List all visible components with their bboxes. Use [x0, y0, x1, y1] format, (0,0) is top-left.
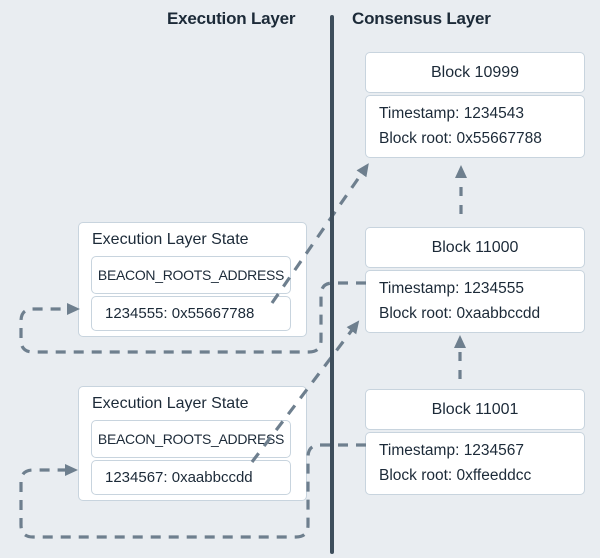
block-root: Block root: 0x55667788 [379, 130, 542, 147]
block-title: Block 10999 [365, 52, 585, 93]
state-title: Execution Layer State [92, 395, 249, 412]
execution-layer-state-1: Execution Layer State BEACON_ROOTS_ADDRE… [78, 222, 307, 337]
consensus-block-11000: Block 11000 Timestamp: 1234555 Block roo… [365, 227, 585, 333]
state-entry: 1234555: 0x55667788 [91, 296, 291, 331]
block-title: Block 11000 [365, 227, 585, 268]
block-timestamp: Timestamp: 1234555 [379, 280, 525, 297]
execution-layer-state-2: Execution Layer State BEACON_ROOTS_ADDRE… [78, 386, 307, 501]
block-root: Block root: 0xffeeddcc [379, 467, 532, 484]
consensus-layer-header: Consensus Layer [352, 9, 491, 28]
block-title: Block 11001 [365, 389, 585, 430]
beacon-roots-storage: BEACON_ROOTS_ADDRESS 1234567: 0xaabbccdd [91, 420, 291, 495]
block-timestamp: Timestamp: 1234567 [379, 442, 525, 459]
consensus-block-10999: Block 10999 Timestamp: 1234543 Block roo… [365, 52, 585, 158]
block-details: Timestamp: 1234543 Block root: 0x5566778… [365, 95, 585, 158]
beacon-roots-address-cell: BEACON_ROOTS_ADDRESS [91, 256, 291, 294]
block-details: Timestamp: 1234567 Block root: 0xffeeddc… [365, 432, 585, 495]
block-timestamp: Timestamp: 1234543 [379, 105, 525, 122]
block-details: Timestamp: 1234555 Block root: 0xaabbccd… [365, 270, 585, 333]
state-entry: 1234567: 0xaabbccdd [91, 460, 291, 495]
state-title: Execution Layer State [92, 231, 249, 248]
execution-layer-header: Execution Layer [167, 9, 296, 28]
beacon-roots-storage: BEACON_ROOTS_ADDRESS 1234555: 0x55667788 [91, 256, 291, 331]
consensus-block-11001: Block 11001 Timestamp: 1234567 Block roo… [365, 389, 585, 495]
block-root: Block root: 0xaabbccdd [379, 305, 541, 322]
beacon-roots-address-cell: BEACON_ROOTS_ADDRESS [91, 420, 291, 458]
